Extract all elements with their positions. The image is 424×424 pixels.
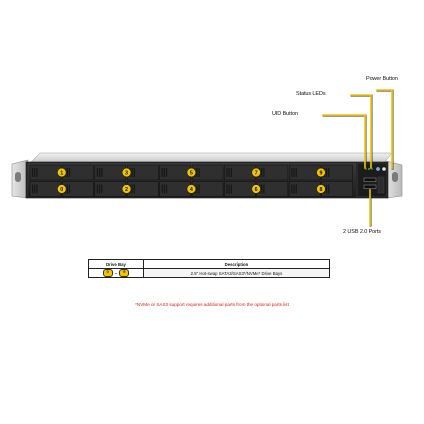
tray-vent [291,184,293,194]
tray-vent [99,168,101,177]
tray-vent [293,168,295,177]
tray-vent [198,184,200,194]
tray-vent [161,168,163,177]
tray-vent [263,168,265,177]
drive-bay-badge [57,167,67,178]
drive-bay-number: 9 [319,170,322,176]
tray-vent [198,168,200,177]
bay-badge-start: 0 [102,269,113,277]
status-led-icon [368,168,370,170]
drive-bay-number: 1 [60,170,63,176]
drive-bay-number: 2 [125,187,128,193]
drive-bay-badge [57,184,67,194]
uid-button-icon[interactable] [376,167,380,171]
usb-port-icon[interactable] [363,177,377,182]
tray-vent [66,168,68,177]
callout-status-leds: Status LEDs [296,91,326,97]
tray-vent [228,168,230,177]
tray-vent [163,168,165,177]
legend-description: 2.5" Hot-swap SATA3/SAS3*/NVMe* Drive Ba… [143,268,330,278]
callout-uid-button: UID Button [272,111,298,117]
tray-vent [96,168,98,177]
tray-vent [133,184,135,194]
tray-vent [131,168,133,177]
drive-bay-number: 6 [255,187,258,193]
tray-vent [161,184,163,194]
drive-bay-number: 7 [255,170,258,176]
tray-vent [96,184,98,194]
drive-bay-badge [186,184,197,194]
tray-vent [66,184,68,194]
tray-vent [131,184,133,194]
legend-row: 0~9 2.5" Hot-swap SATA3/SAS3*/NVMe* Driv… [88,268,330,278]
drive-bay-number: 8 [319,187,322,193]
tray-vent [68,184,71,194]
drive-bay-number: 4 [190,187,193,193]
drive-bay-badge [186,167,197,178]
legend-header-bay: Drive Bay [88,259,144,269]
drive-bay-badge [251,184,261,194]
tray-vent [196,168,198,177]
drive-bay-badge [251,167,261,178]
tray-vent [230,168,232,177]
tray-vent [230,184,232,194]
tray-vent [166,168,168,177]
footnote: *NVMe or SAS3 support requires additiona… [135,302,289,307]
tray-vent [101,184,103,194]
tray-vent [68,168,71,177]
usb-port-icon[interactable] [363,184,377,189]
tray-vent [133,168,135,177]
tray-vent [101,168,103,177]
tray-vent [36,184,38,194]
tray-vent [196,184,198,194]
tray-vent [328,184,330,194]
drive-bay-number: 0 [60,187,63,193]
drive-bay-badge [121,184,132,194]
tray-vent [36,168,38,177]
tray-vent [295,168,297,177]
power-button-icon[interactable] [382,166,387,171]
tray-vent [325,168,328,177]
tray-vent [166,184,168,194]
legend-header-row: Drive Bay Description [88,259,330,269]
tray-vent [293,184,295,194]
drive-bay-legend: Drive Bay Description 0~9 2.5" Hot-swap … [88,259,330,278]
bay-badge-end: 9 [119,269,130,277]
drive-bay-badge [316,184,326,194]
tray-vent [34,184,36,194]
drive-bay-badge [121,167,132,178]
drive-bay-badge [316,167,326,178]
drive-bay-number: 3 [125,170,128,176]
tray-vent [163,184,165,194]
tray-vent [261,168,263,177]
legend-header-description: Description [143,259,330,269]
drive-bay-number: 5 [190,170,193,176]
tray-vent [263,184,265,194]
chassis-top [29,152,393,164]
rack-ear-left [11,159,29,199]
bay-range-separator: ~ [114,270,118,276]
tray-vent [226,184,228,194]
server-chassis: 1 3 5 7 9 0 2 4 6 8 [11,89,403,227]
tray-vent [32,184,34,194]
tray-vent [295,184,297,194]
rack-ear-right [385,160,403,199]
tray-vent [328,168,330,177]
callout-lines [322,89,394,227]
tray-vent [99,184,101,194]
tray-vent [261,184,263,194]
control-panel [358,164,387,196]
legend-bay-range: 0~9 [88,268,144,278]
tray-vent [228,184,230,194]
tray-vent [291,168,293,177]
tray-vent [32,168,34,177]
tray-vent [325,184,328,194]
tray-vent [34,168,36,177]
callout-usb-ports: 2 USB 2.0 Ports [343,229,381,235]
callout-power-button: Power Button [366,76,398,82]
tray-vent [226,168,228,177]
